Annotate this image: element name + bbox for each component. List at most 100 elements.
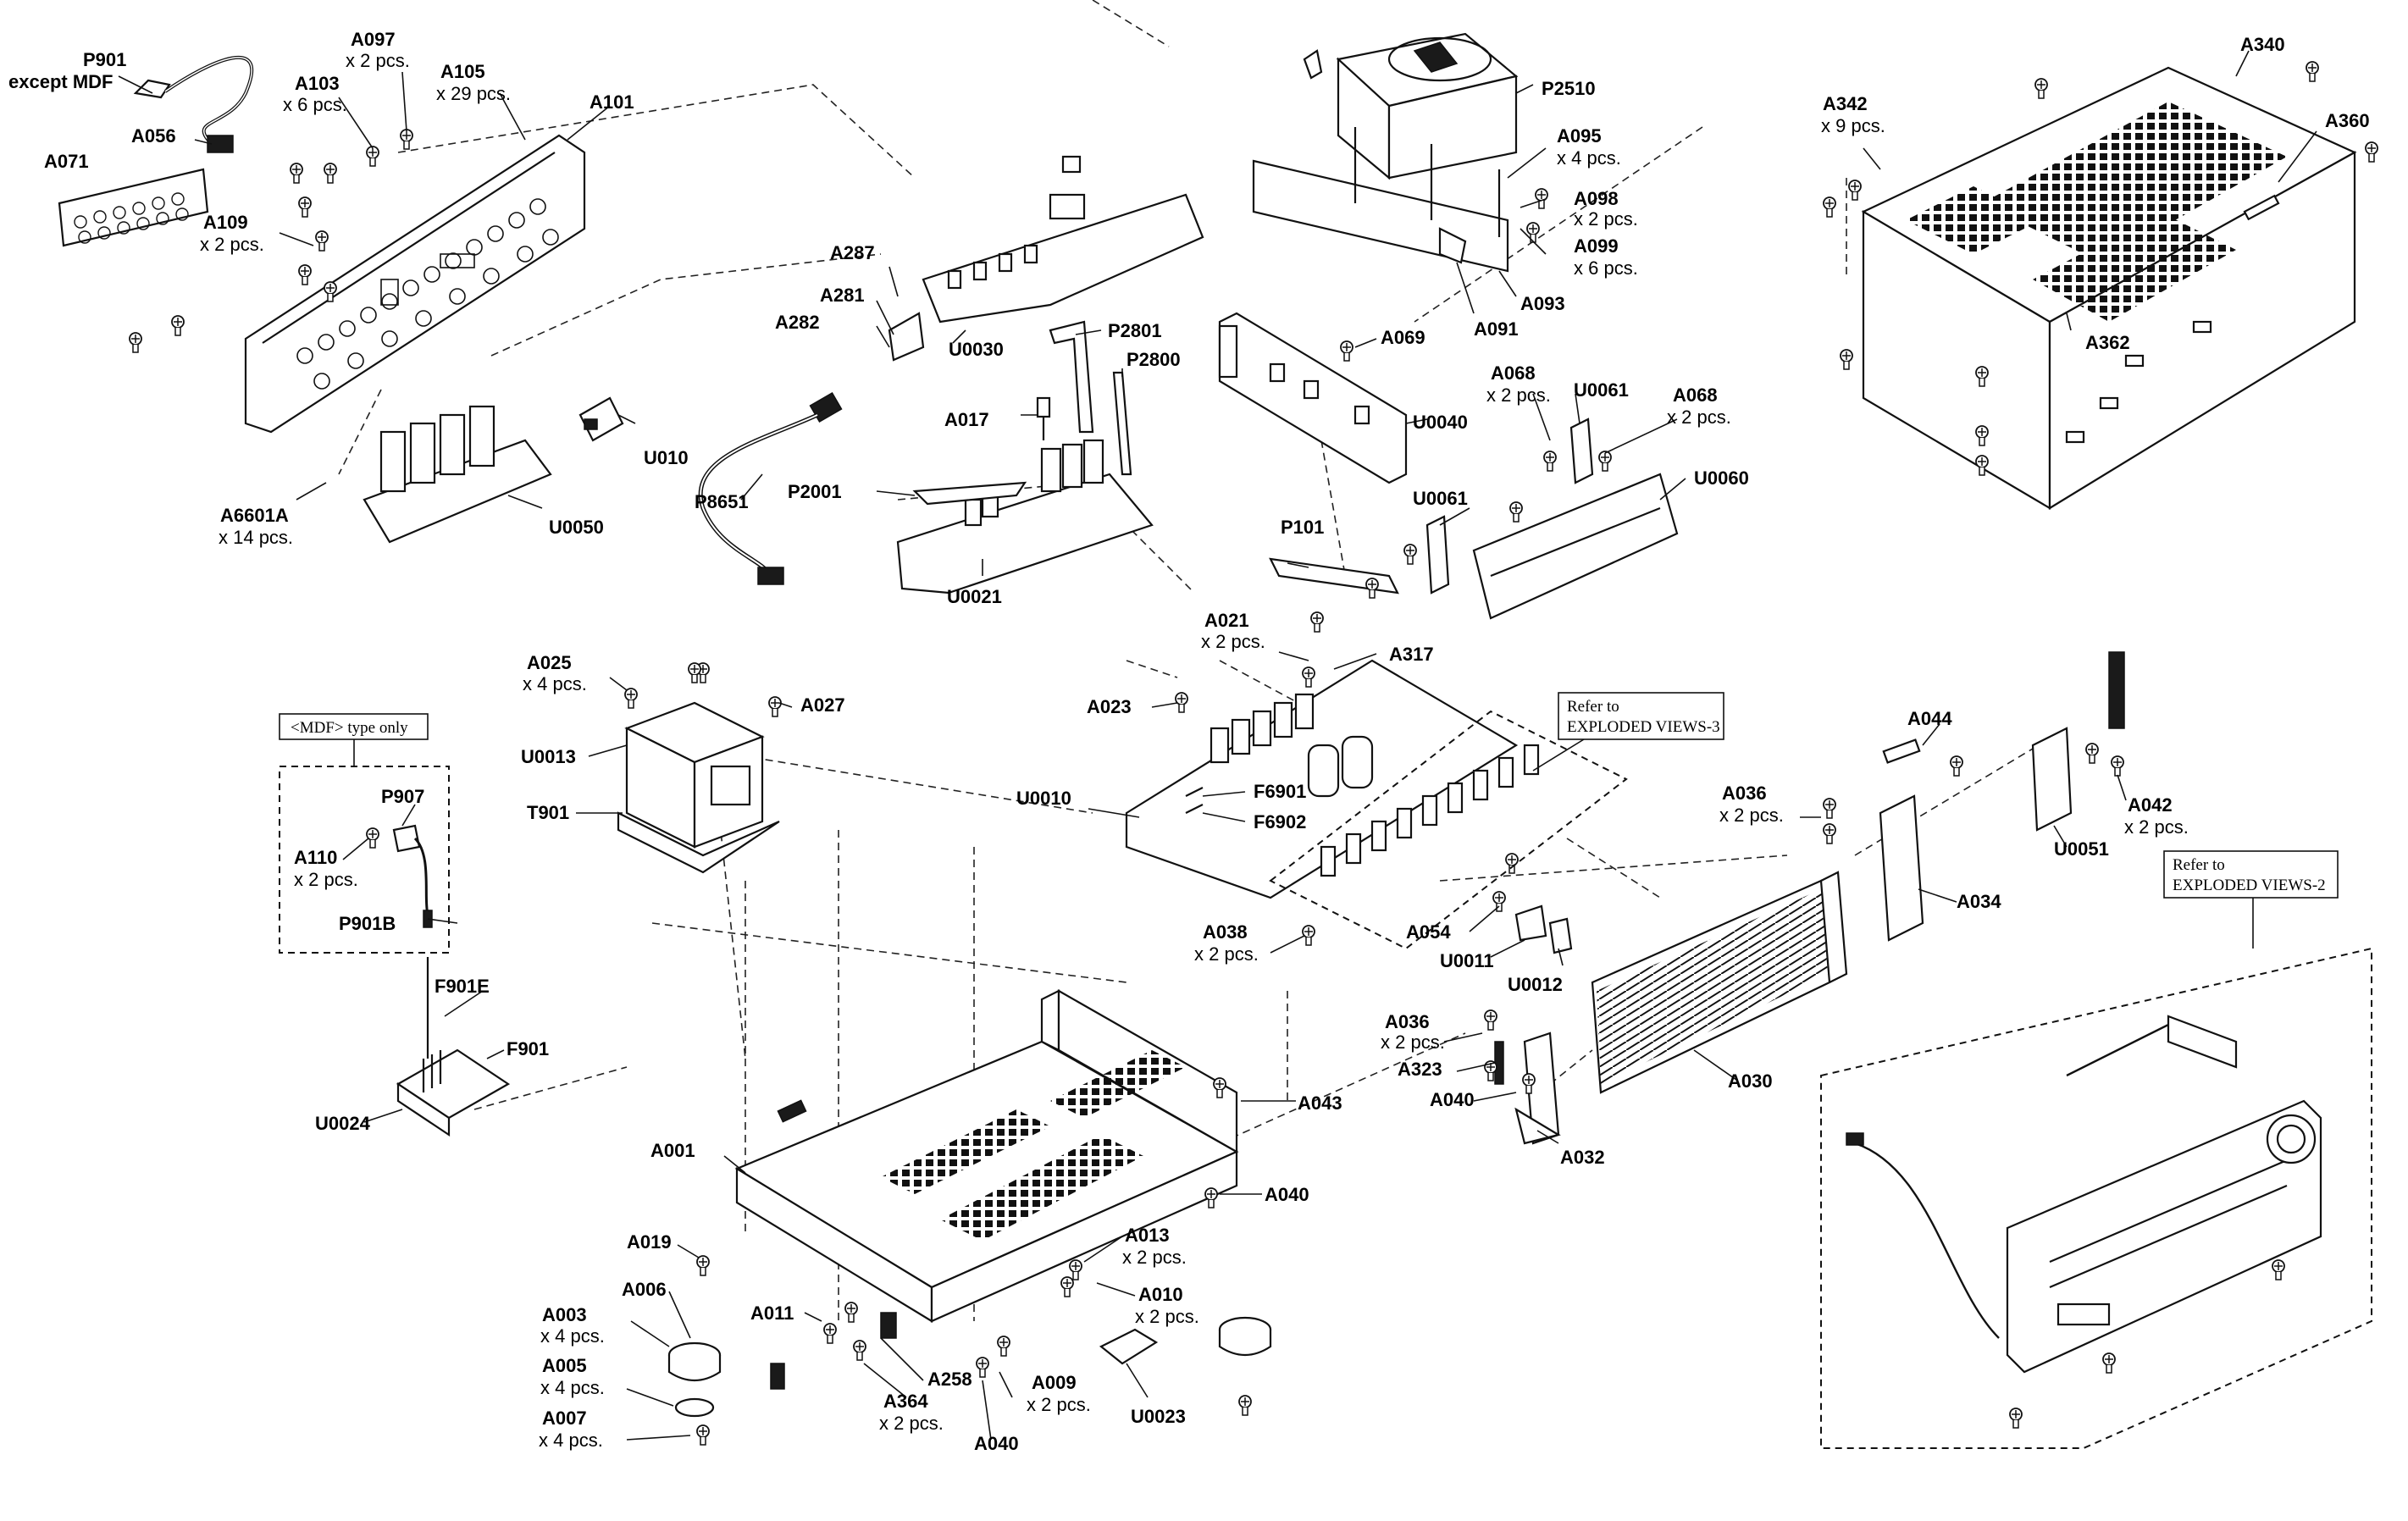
chassis-a001 — [734, 989, 1239, 1323]
label-u0050: U0050 — [549, 517, 604, 538]
refer-views-3-line1: Refer to — [1567, 698, 1619, 716]
label-a001: A001 — [650, 1140, 695, 1161]
label-u0011: U0011 — [1440, 950, 1494, 971]
label-a042: A042 — [2128, 794, 2173, 816]
label-a007-qty: x 4 pcs. — [539, 1430, 603, 1451]
board-u0021 — [896, 439, 1154, 595]
label-u0021: U0021 — [947, 586, 1002, 607]
label-u0013: U0013 — [521, 746, 576, 767]
label-a025: A025 — [527, 652, 572, 673]
label-p907: P907 — [381, 786, 424, 807]
mdf-note: <MDF> type only — [291, 719, 408, 737]
part-labels: P901 except MDF A071 A056 A103 x 6 pcs. … — [8, 29, 2370, 1454]
fan-p2510 — [1303, 32, 1519, 180]
label-a093: A093 — [1520, 293, 1565, 314]
main-board-u0010 — [1125, 578, 1519, 946]
terminal-plate-a071 — [58, 168, 209, 247]
fan-bracket-a091 — [1252, 127, 1548, 273]
refer-views-2-line2: EXPLODED VIEWS-2 — [2173, 877, 2326, 894]
label-a043: A043 — [1298, 1092, 1342, 1114]
label-a068-b-qty: x 2 pcs. — [1667, 407, 1731, 428]
label-u0061-b: U0061 — [1413, 488, 1468, 509]
label-p2800: P2800 — [1127, 349, 1181, 370]
label-p2510: P2510 — [1542, 78, 1596, 99]
label-a005: A005 — [542, 1355, 587, 1376]
board-u0030 — [922, 155, 1204, 324]
label-a281: A281 — [820, 285, 865, 306]
label-a003-qty: x 4 pcs. — [540, 1325, 605, 1347]
power-cord-p901 — [133, 55, 253, 153]
label-a036-a: A036 — [1722, 783, 1767, 804]
label-a105: A105 — [440, 61, 485, 82]
label-a032: A032 — [1560, 1147, 1605, 1168]
front-panel-assembly — [1820, 850, 2372, 1449]
label-p8651: P8651 — [695, 491, 749, 512]
label-a342-qty: x 9 pcs. — [1821, 115, 1885, 136]
rear-panel-a101 — [244, 134, 586, 434]
label-a036-a-qty: x 2 pcs. — [1719, 805, 1784, 826]
label-a342: A342 — [1823, 93, 1868, 114]
board-u0060 — [1472, 473, 1679, 620]
label-a287: A287 — [830, 242, 875, 263]
label-a011: A011 — [750, 1303, 794, 1324]
label-a023: A023 — [1087, 696, 1132, 717]
fuse-board-u0024 — [396, 957, 511, 1137]
heatsink-a030 — [1591, 871, 1848, 1094]
label-p101: P101 — [1281, 517, 1324, 538]
label-a095-qty: x 4 pcs. — [1557, 147, 1621, 169]
label-a068-a: A068 — [1491, 362, 1536, 384]
label-a042-qty: x 2 pcs. — [2124, 816, 2189, 838]
label-a071: A071 — [44, 151, 89, 172]
label-a034: A034 — [1957, 891, 2001, 912]
label-a068-a-qty: x 2 pcs. — [1486, 384, 1551, 406]
label-a360: A360 — [2325, 110, 2370, 131]
label-a258: A258 — [927, 1369, 972, 1390]
label-a038-qty: x 2 pcs. — [1194, 943, 1259, 965]
transformer-t901 — [617, 662, 782, 874]
board-u0050 — [363, 405, 552, 544]
label-a038: A038 — [1203, 921, 1248, 943]
label-pointers — [118, 50, 2317, 1441]
connector-u010 — [578, 396, 624, 442]
label-a069: A069 — [1381, 327, 1425, 348]
label-a010: A010 — [1138, 1284, 1183, 1305]
label-a110: A110 — [294, 847, 337, 868]
label-u0012: U0012 — [1508, 974, 1563, 995]
refer-views-2-line1: Refer to — [2173, 856, 2225, 874]
label-p901b: P901B — [339, 913, 396, 934]
output-board-u0010-sub — [1269, 692, 1724, 950]
label-a044: A044 — [1907, 708, 1952, 729]
label-a040-c: A040 — [974, 1433, 1019, 1454]
label-a099-qty: x 6 pcs. — [1574, 257, 1638, 279]
cable-p8651 — [698, 391, 843, 585]
label-f901e: F901E — [435, 976, 490, 997]
label-u0010: U0010 — [1016, 788, 1071, 809]
label-u0060: U0060 — [1694, 467, 1749, 489]
label-f6901: F6901 — [1254, 781, 1306, 802]
label-a025-qty: x 4 pcs. — [523, 673, 587, 694]
brackets-a032-a034 — [1484, 651, 2125, 1145]
bracket-a281 — [888, 312, 925, 362]
board-u0040 — [1218, 312, 1408, 484]
label-a068-b: A068 — [1673, 384, 1718, 406]
label-a317: A317 — [1389, 644, 1434, 665]
label-a103: A103 — [295, 73, 340, 94]
label-a040-a: A040 — [1430, 1089, 1475, 1110]
label-p901: P901 — [83, 49, 126, 70]
label-a282: A282 — [775, 312, 820, 333]
label-a003: A003 — [542, 1304, 587, 1325]
label-a021: A021 — [1204, 610, 1249, 631]
label-f6902: F6902 — [1254, 811, 1306, 832]
label-a099: A099 — [1574, 235, 1619, 257]
label-a036-b-qty: x 2 pcs. — [1381, 1032, 1445, 1053]
label-a091: A091 — [1474, 318, 1519, 340]
label-a109-qty: x 2 pcs. — [200, 234, 264, 255]
label-a021-qty: x 2 pcs. — [1201, 631, 1265, 652]
label-a103-qty: x 6 pcs. — [283, 94, 347, 115]
label-u0024: U0024 — [315, 1113, 371, 1134]
label-p2001: P2001 — [788, 481, 842, 502]
ribbons-p2800-p2801 — [1049, 320, 1132, 476]
label-a007: A007 — [542, 1408, 587, 1429]
label-a040-b: A040 — [1265, 1184, 1309, 1205]
